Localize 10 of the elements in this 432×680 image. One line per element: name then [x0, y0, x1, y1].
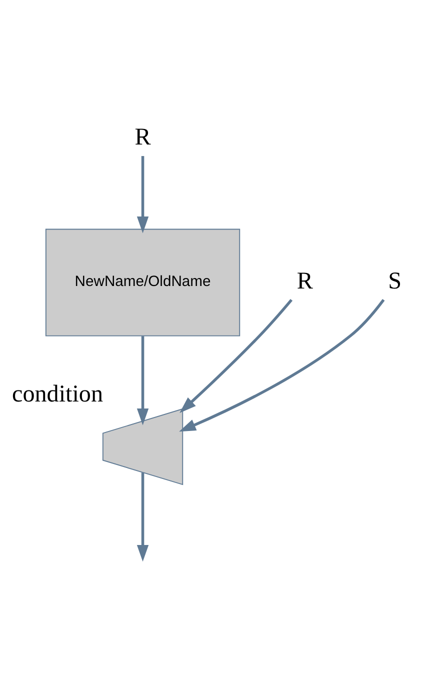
- node-box: NewName/OldName: [45, 228, 240, 336]
- node-text: R: [296, 268, 314, 294]
- node-text: S: [388, 268, 402, 294]
- arrow: [136, 472, 149, 562]
- arrow: [136, 336, 149, 426]
- node-label: condition: [12, 381, 104, 408]
- arrow: [179, 298, 385, 432]
- arrow: [180, 298, 293, 413]
- node-text: R: [134, 124, 151, 151]
- arrow: [136, 156, 149, 234]
